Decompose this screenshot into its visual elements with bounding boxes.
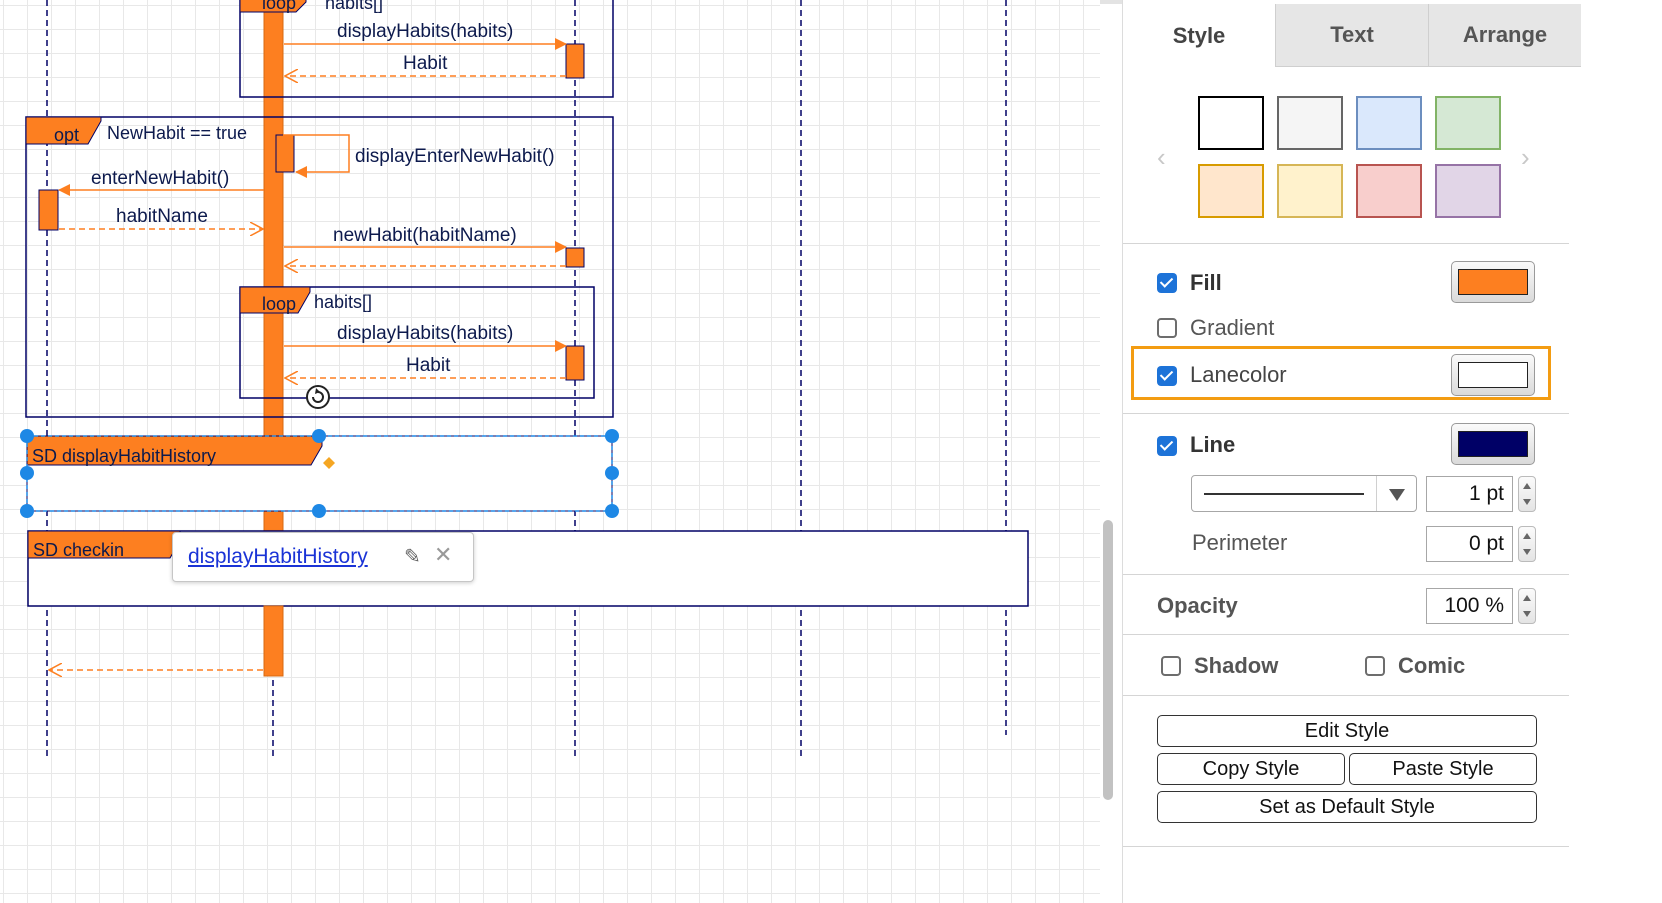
link-display-habit-history[interactable]: displayHabitHistory [188, 545, 368, 568]
comic-label: Comic [1398, 653, 1466, 678]
selection-handles[interactable] [20, 429, 619, 518]
activation-left[interactable] [38, 189, 59, 231]
sequence-diagram: loop habits[] displayHabits(habits) Habi… [20, 0, 1029, 760]
loop-fragment-top[interactable]: loop habits[] [239, 0, 614, 98]
message-display-habits-2[interactable]: displayHabits(habits) [284, 323, 567, 352]
opt-label: opt [54, 125, 79, 145]
divider [1123, 413, 1569, 414]
lanecolor-highlight [1131, 346, 1551, 400]
style-swatch[interactable] [1435, 96, 1501, 150]
perimeter-stepper[interactable] [1518, 526, 1536, 562]
self-call-display-enter-new-habit[interactable]: displayEnterNewHabit() [275, 134, 555, 178]
svg-text:displayHabits(habits): displayHabits(habits) [337, 323, 513, 344]
edit-style-button[interactable]: Edit Style [1157, 715, 1537, 747]
fill-label: Fill [1190, 270, 1222, 295]
gradient-checkbox[interactable] [1157, 318, 1177, 338]
activation-small[interactable] [565, 43, 585, 79]
svg-text:displayHabits(habits): displayHabits(habits) [337, 21, 513, 42]
line-pattern-select[interactable] [1191, 475, 1417, 512]
copy-style-button[interactable]: Copy Style [1157, 753, 1345, 785]
fill-checkbox[interactable] [1157, 273, 1177, 293]
divider [1123, 243, 1569, 244]
divider [1123, 574, 1569, 575]
swatch-next-icon[interactable]: › [1521, 142, 1530, 172]
tab-style[interactable]: Style [1123, 4, 1275, 67]
opacity-input[interactable]: 100 % [1426, 588, 1513, 624]
lanecolor-label: Lanecolor [1190, 362, 1287, 387]
line-label: Line [1190, 432, 1236, 457]
divider [1123, 634, 1569, 635]
style-swatch[interactable] [1198, 96, 1264, 150]
svg-text:SD checkin: SD checkin [33, 540, 124, 560]
gradient-label: Gradient [1190, 315, 1275, 340]
return-habit[interactable]: Habit [285, 53, 566, 76]
style-swatch[interactable] [1277, 164, 1343, 218]
message-enter-new-habit[interactable]: enterNewHabit() [58, 168, 264, 196]
line-width-stepper[interactable] [1518, 476, 1536, 512]
loop-guard: habits[] [325, 0, 383, 13]
line-width-input[interactable]: 1 pt [1426, 476, 1513, 512]
style-swatch[interactable] [1198, 164, 1264, 218]
loop-guard: habits[] [314, 292, 372, 312]
diagram-canvas[interactable]: loop habits[] displayHabits(habits) Habi… [0, 0, 1100, 903]
vertical-scrollbar[interactable] [1103, 520, 1113, 800]
lanecolor-checkbox[interactable] [1157, 366, 1177, 386]
message-display-habits[interactable]: displayHabits(habits) [284, 21, 567, 50]
edit-link-icon[interactable]: ✎ [404, 546, 421, 568]
activation-bar-lower[interactable] [263, 605, 284, 677]
opacity-label: Opacity [1157, 593, 1238, 618]
opt-guard: NewHabit == true [107, 123, 247, 143]
lanecolor-button[interactable] [1451, 354, 1535, 396]
perimeter-input[interactable]: 0 pt [1426, 526, 1513, 562]
svg-text:SD displayHabitHistory: SD displayHabitHistory [32, 446, 216, 466]
divider [1123, 695, 1569, 696]
loop-label: loop [262, 0, 296, 13]
loop-fragment-inner[interactable]: loop habits[] [239, 286, 595, 399]
swatch-prev-icon[interactable]: ‹ [1157, 142, 1166, 172]
style-swatch[interactable] [1435, 164, 1501, 218]
tab-arrange[interactable]: Arrange [1428, 4, 1581, 67]
chevron-down-icon [1376, 476, 1418, 511]
comic-checkbox[interactable] [1365, 656, 1385, 676]
return-habit-name[interactable]: habitName [59, 206, 263, 229]
style-swatch[interactable] [1356, 164, 1422, 218]
rotate-cursor-icon [306, 385, 330, 409]
return-habit-2[interactable]: Habit [285, 355, 566, 378]
line-checkbox[interactable] [1157, 436, 1177, 456]
message-new-habit[interactable]: newHabit(habitName) [284, 225, 567, 253]
remove-link-icon[interactable]: ✕ [434, 542, 453, 567]
perimeter-label: Perimeter [1192, 530, 1288, 555]
activation-small-3[interactable] [565, 345, 585, 381]
svg-text:Habit: Habit [403, 53, 448, 74]
svg-text:habitName: habitName [116, 206, 208, 227]
set-default-style-button[interactable]: Set as Default Style [1157, 791, 1537, 823]
shadow-label: Shadow [1194, 653, 1279, 678]
svg-text:newHabit(habitName): newHabit(habitName) [333, 225, 517, 246]
format-panel: Style Text Arrange ‹ › Fill Gradient Lan… [1122, 0, 1662, 903]
opacity-stepper[interactable] [1518, 588, 1536, 624]
divider [1123, 846, 1569, 847]
svg-text:enterNewHabit(): enterNewHabit() [91, 168, 229, 189]
shadow-checkbox[interactable] [1161, 656, 1181, 676]
tab-text[interactable]: Text [1275, 4, 1428, 67]
opt-fragment[interactable]: opt NewHabit == true [25, 116, 614, 418]
paste-style-button[interactable]: Paste Style [1349, 753, 1537, 785]
style-swatch[interactable] [1277, 96, 1343, 150]
loop-label: loop [262, 294, 296, 314]
activation-small-2[interactable] [565, 247, 585, 268]
svg-text:displayEnterNewHabit(): displayEnterNewHabit() [355, 146, 555, 167]
ref-display-habit-history[interactable]: SD displayHabitHistory [26, 435, 613, 512]
link-popup: displayHabitHistory ✎ ✕ [172, 532, 474, 582]
svg-text:Habit: Habit [406, 355, 451, 376]
line-color-button[interactable] [1451, 423, 1535, 465]
style-swatch[interactable] [1356, 96, 1422, 150]
fill-color-button[interactable] [1451, 261, 1535, 303]
